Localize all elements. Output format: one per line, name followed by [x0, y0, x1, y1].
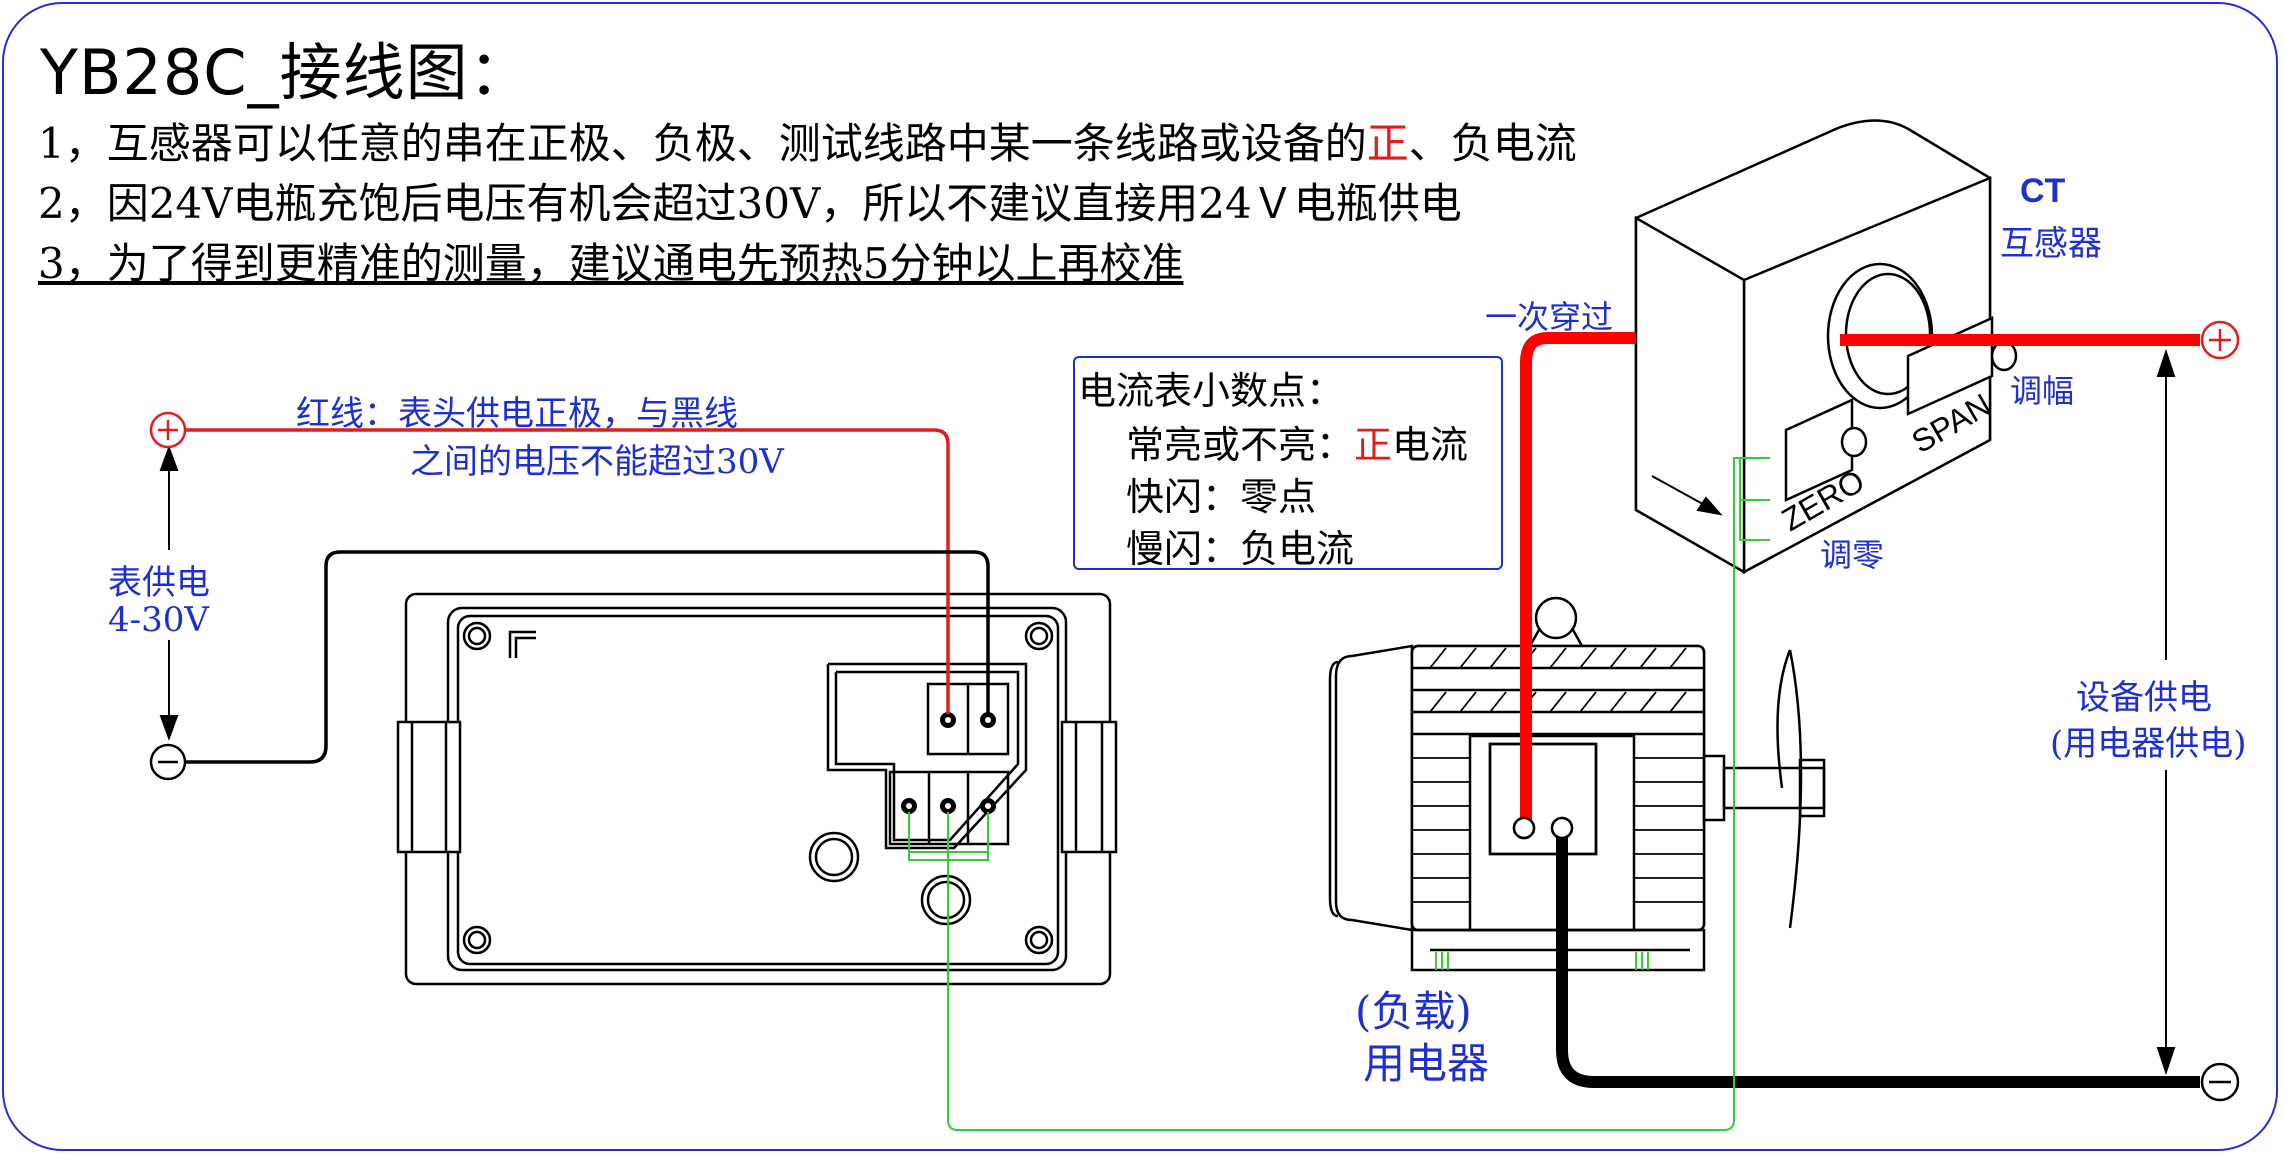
- terminal-screws: [901, 712, 996, 814]
- decimal-point-line2: 快闪：零点: [1126, 475, 1317, 519]
- device-black-wire: [1556, 828, 2200, 1088]
- minus-terminal-icon: [149, 743, 187, 781]
- decimal-point-box: [1073, 356, 1503, 570]
- decimal-point-line1: 常亮或不亮：正电流: [1126, 423, 1469, 467]
- device-red-wire: [1520, 332, 2200, 826]
- minus-terminal-icon: [2200, 1062, 2240, 1102]
- ct-label: CT: [2020, 172, 2066, 210]
- load-label: (负载): [1355, 987, 1472, 1036]
- motor-green-marks: [1435, 952, 1649, 970]
- meter-supply-label: 表供电: [108, 563, 210, 603]
- decimal-point-title: 电流表小数点：: [1078, 369, 1345, 413]
- device-supply-sublabel: (用电器供电): [2050, 724, 2247, 764]
- note-3: 3，为了得到更精准的测量，建议通电先预热5分钟以上再校准: [38, 239, 1184, 288]
- load-sublabel: 用电器: [1363, 1039, 1490, 1088]
- page-title: YB28C_接线图：: [40, 36, 532, 109]
- ct-span-label: 调幅: [2010, 372, 2075, 410]
- ct-direction-arrow: [1651, 475, 1723, 516]
- meter-black-wire: [186, 550, 990, 764]
- device-supply-label: 设备供电: [2076, 678, 2212, 718]
- meter-supply-range: 4-30V: [108, 600, 209, 640]
- ct-sublabel: 互感器: [2000, 224, 2102, 264]
- plus-terminal-icon: [149, 411, 187, 449]
- red-wire-note-line2: 之间的电压不能超过30V: [410, 442, 784, 482]
- arrow-icon: [2156, 348, 2176, 1076]
- ct-zero-label: 调零: [1820, 536, 1885, 574]
- note-1: 1，互感器可以任意的串在正极、负极、测试线路中某一条线路或设备的正、负电流: [38, 119, 1577, 168]
- note-2: 2，因24V电瓶充饱后电压有机会超过30V，所以不建议直接用24Ｖ电瓶供电: [38, 179, 1462, 228]
- load-motor: [1328, 596, 1826, 972]
- decimal-point-line3: 慢闪：负电流: [1126, 527, 1355, 571]
- signal-wires: [908, 457, 1770, 1131]
- red-wire-note-line1: 红线：表头供电正极，与黑线: [296, 394, 738, 434]
- plus-terminal-icon: [2200, 320, 2240, 360]
- ct-primary-label: 一次穿过: [1485, 298, 1614, 336]
- meter-red-wire: [186, 428, 950, 714]
- arrow-icon: [159, 445, 179, 741]
- panel-meter: [396, 592, 1118, 986]
